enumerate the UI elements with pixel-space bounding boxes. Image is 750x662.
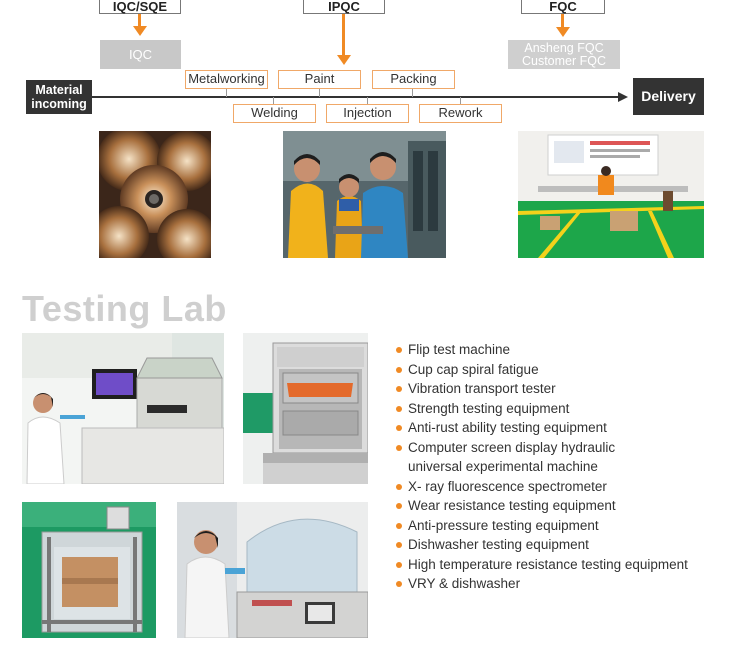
salt-spray-tester-illustration (177, 502, 368, 638)
workers-illustration (283, 131, 446, 258)
list-item-text: X- ray fluorescence spectrometer (408, 478, 607, 494)
list-item-text: Flip test machine (408, 342, 511, 357)
fqc-box-line1: Ansheng FQC (524, 41, 604, 55)
material-incoming-line1: Material (35, 83, 83, 97)
iqc-arrow-icon (133, 26, 147, 36)
material-incoming-box: Material incoming (26, 80, 92, 114)
list-item-text: VRY & dishwasher (408, 576, 521, 591)
list-item: Strength testing equipment (396, 399, 736, 419)
list-item: Vibration transport tester (396, 379, 736, 399)
list-item-text: Wear resistance testing equipment (408, 498, 616, 513)
bullet-icon (396, 444, 402, 451)
step-metalworking: Metalworking (185, 70, 268, 89)
bullet-icon (396, 522, 402, 529)
dishwasher-tester-photo (243, 333, 368, 484)
ipqc-arrow-stem (342, 14, 345, 56)
step-injection: Injection (326, 104, 409, 123)
tick-welding (273, 97, 274, 104)
list-item: X- ray fluorescence spectrometer (396, 477, 736, 497)
list-item-text: Strength testing equipment (408, 400, 570, 416)
spectrometer-illustration (22, 333, 224, 484)
inspection-room-illustration (518, 131, 704, 258)
flow-line (92, 96, 620, 98)
fqc-arrow-icon (556, 27, 570, 37)
dishwasher-tester-illustration (243, 333, 368, 484)
list-item-text: Dishwasher testing equipment (408, 537, 589, 552)
bullet-icon (396, 347, 402, 353)
ipqc-header: IPQC (303, 0, 385, 14)
step-rework: Rework (419, 104, 502, 123)
bullet-icon (396, 503, 402, 509)
fqc-header: FQC (521, 0, 605, 14)
list-item-text: Computer screen display hydraulic (408, 439, 616, 455)
tick-injection (367, 97, 368, 104)
step-welding: Welding (233, 104, 316, 123)
list-item: Anti-pressure testing equipment (396, 516, 736, 536)
flip-tester-illustration (22, 502, 156, 638)
material-incoming-line2: incoming (31, 97, 87, 111)
list-item: High temperature resistance testing equi… (396, 555, 736, 575)
bullet-icon (396, 483, 402, 490)
fqc-arrow-stem (561, 14, 564, 28)
bullet-icon (396, 366, 402, 373)
iqc-arrow-stem (138, 14, 141, 27)
step-packing: Packing (372, 70, 455, 89)
bullet-icon (396, 581, 402, 587)
list-item-continuation: universal experimental machine (396, 457, 736, 477)
equipment-list: Flip test machine Cup cap spiral fatigue… (396, 340, 736, 594)
delivery-box: Delivery (633, 78, 704, 115)
flow-arrowhead-icon (618, 92, 628, 102)
tick-packing (412, 88, 413, 97)
list-item: Wear resistance testing equipment (396, 496, 736, 516)
section-title-testing-lab: Testing Lab (22, 288, 227, 329)
iqc-sqe-header: IQC/SQE (99, 0, 181, 14)
list-item: Cup cap spiral fatigue (396, 360, 736, 380)
list-item-text: Anti-pressure testing equipment (408, 517, 599, 533)
list-item: Computer screen display hydraulic (396, 438, 736, 458)
list-item-text: universal experimental machine (408, 459, 598, 474)
list-item-text: Vibration transport tester (408, 381, 556, 396)
bullet-icon (396, 386, 402, 392)
bullet-icon (396, 425, 402, 431)
flip-tester-photo (22, 502, 156, 638)
list-item-text: Anti-rust ability testing equipment (408, 420, 607, 435)
metal-pipes-photo (99, 131, 211, 258)
step-paint: Paint (278, 70, 361, 89)
spectrometer-photo (22, 333, 224, 484)
tick-paint (319, 88, 320, 97)
list-item: Dishwasher testing equipment (396, 535, 736, 555)
list-item: Flip test machine (396, 340, 736, 360)
inspection-room-photo (518, 131, 704, 258)
metal-pipes-illustration (99, 131, 211, 258)
tick-metalworking (226, 88, 227, 97)
list-item-text: High temperature resistance testing equi… (408, 556, 688, 572)
bullet-icon (396, 561, 402, 568)
ipqc-arrow-icon (337, 55, 351, 65)
fqc-box: Ansheng FQC Customer FQC (508, 40, 620, 69)
workers-photo (283, 131, 446, 258)
iqc-box: IQC (100, 40, 181, 69)
salt-spray-tester-photo (177, 502, 368, 638)
tick-rework (460, 97, 461, 104)
bullet-icon (396, 405, 402, 412)
bullet-icon (396, 542, 402, 548)
fqc-box-line2: Customer FQC (521, 54, 607, 68)
list-item-text: Cup cap spiral fatigue (408, 361, 539, 377)
list-item: Anti-rust ability testing equipment (396, 418, 736, 438)
list-item: VRY & dishwasher (396, 574, 736, 594)
